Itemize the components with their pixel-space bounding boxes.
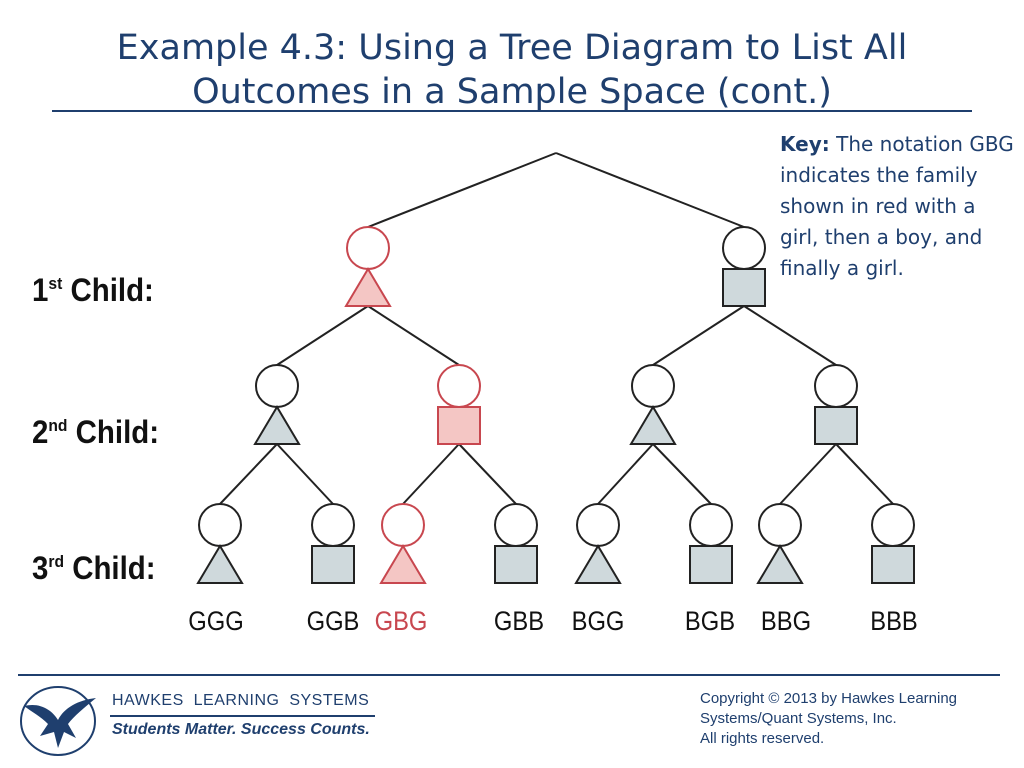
girl-triangle-icon [253,405,301,445]
boy-square-icon [722,268,766,307]
outcome-label: GBG [374,606,428,636]
row-label-second-child: 2nd Child: [32,414,160,450]
key-label: Key: [780,132,830,156]
outcome-label: GGG [188,606,244,636]
brand-divider [110,715,375,717]
tree-branch-line [458,443,517,505]
outcome-label: BGG [571,606,625,636]
child-head-icon [198,503,242,547]
boy-square-icon [689,545,733,584]
girl-triangle-icon [756,544,804,584]
outcome-label: GBB [493,606,545,636]
boy-square-icon [814,406,858,445]
boy-square-icon [494,545,538,584]
boy-square-icon [871,545,915,584]
key-text: The notation GBG indicates the family sh… [780,132,1014,280]
tree-branch-line [779,443,837,505]
tree-branch-line [367,305,460,366]
girl-triangle-icon [379,544,427,584]
child-head-icon [255,364,299,408]
hawk-icon [20,686,96,756]
tree-branch-line [555,152,745,228]
girl-triangle-icon [629,405,677,445]
row-label-first-child: 1st Child: [32,272,154,308]
child-head-icon [381,503,425,547]
child-head-icon [871,503,915,547]
child-head-icon [689,503,733,547]
girl-triangle-icon [344,267,392,307]
child-head-icon [814,364,858,408]
slide-title-line-1: Example 4.3: Using a Tree Diagram to Lis… [116,28,908,68]
tree-branch-line [402,443,460,505]
child-head-icon [576,503,620,547]
tree-branch-line [743,305,837,366]
boy-square-icon [437,406,481,445]
child-head-icon [494,503,538,547]
outcome-label: BBG [760,606,812,636]
girl-triangle-icon [574,544,622,584]
child-head-icon [758,503,802,547]
child-head-icon [437,364,481,408]
row-label-third-child: 3rd Child: [32,550,156,586]
slide-title-line-2: Outcomes in a Sample Space (cont.) [192,72,832,112]
child-head-icon [311,503,355,547]
child-head-icon [631,364,675,408]
tree-branch-line [276,443,334,505]
title-divider [52,110,972,112]
girl-triangle-icon [196,544,244,584]
tree-branch-line [367,152,557,228]
tree-branch-line [835,443,894,505]
slide-title: Example 4.3: Using a Tree Diagram to Lis… [40,26,984,114]
tree-branch-line [597,443,654,505]
outcome-label: GGB [306,606,360,636]
key-note: Key: The notation GBG indicates the fami… [780,129,1020,284]
brand-tagline: Students Matter. Success Counts. [112,721,370,738]
tree-branch-line [219,443,278,505]
outcome-label: BGB [684,606,736,636]
footer-divider [18,674,1000,676]
outcome-label: BBB [870,606,918,636]
brand-name: HAWKES LEARNING SYSTEMS [112,692,370,709]
tree-branch-line [652,305,745,366]
tree-branch-line [652,443,712,505]
child-head-icon [346,226,390,270]
copyright-notice: Copyright © 2013 by Hawkes Learning Syst… [700,690,958,747]
boy-square-icon [311,545,355,584]
child-head-icon [722,226,766,270]
tree-branch-line [276,305,369,366]
